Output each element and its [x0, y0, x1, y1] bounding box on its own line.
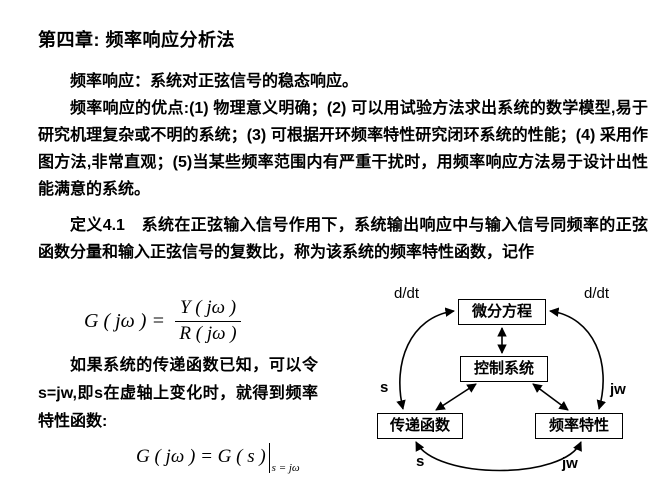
- arrow-diffeq-transferfn-curve: [396, 307, 455, 410]
- arrow-diffeq-freqchar-curve: [549, 307, 606, 410]
- formula-lhs: G ( jω ) =: [84, 309, 165, 332]
- diagram-arrows: [396, 307, 606, 472]
- formula-fraction: Y ( jω ) R ( jω ): [174, 297, 242, 346]
- label-jw-right: jw: [610, 381, 626, 398]
- fraction-numerator: Y ( jω ): [174, 297, 242, 322]
- formula-frequency-characteristic: G ( jω ) = Y ( jω ) R ( jω ): [84, 297, 242, 346]
- evaluation-condition: s = jω: [271, 462, 300, 474]
- arrow-controlsys-transferfn: [435, 383, 477, 411]
- paragraph-transfer-function-known: 如果系统的传递函数已知，可以令s=jw,即s在虚轴上变化时，就得到频率特性函数:: [38, 357, 318, 430]
- arrow-transferfn-freqchar-curve: [415, 441, 582, 472]
- label-s-bottom: s: [416, 453, 425, 470]
- evaluation-bar: [268, 443, 270, 473]
- paragraph-frequency-response-definition: 频率响应：系统对正弦信号的稳态响应。: [70, 73, 359, 90]
- fraction-denominator: R ( jω ): [179, 322, 237, 344]
- diagram-box-transfer-function: 传递函数: [377, 413, 463, 439]
- label-jw-bottom: jw: [562, 455, 578, 472]
- label-ddt-left: d/dt: [394, 285, 420, 302]
- label-ddt-right: d/dt: [584, 285, 610, 302]
- diagram-box-differential-equation: 微分方程: [458, 299, 546, 325]
- relationship-diagram: 微分方程 控制系统 传递函数 频率特性 d/dt d/dt s jw s jw: [372, 283, 668, 499]
- arrow-controlsys-freqchar: [532, 383, 569, 411]
- diagram-box-control-system: 控制系统: [460, 356, 548, 382]
- paragraph-advantages: 频率响应的优点:(1) 物理意义明确；(2) 可以用试验方法求出系统的数学模型,…: [38, 100, 648, 198]
- page-title: 第四章: 频率响应分析法: [38, 30, 235, 50]
- formula-substitution-body: G ( jω ) = G ( s ): [136, 446, 266, 467]
- diagram-box-frequency-characteristic: 频率特性: [535, 413, 623, 439]
- paragraph-definition-4-1: 定义4.1 系统在正弦输入信号作用下，系统输出响应中与输入信号同频率的正弦函数分…: [38, 217, 648, 261]
- label-s-left: s: [380, 379, 389, 396]
- formula-substitution: G ( jω ) = G ( s ) s = jω: [136, 443, 300, 474]
- body-text: 频率响应：系统对正弦信号的稳态响应。 频率响应的优点:(1) 物理意义明确；(2…: [38, 68, 648, 266]
